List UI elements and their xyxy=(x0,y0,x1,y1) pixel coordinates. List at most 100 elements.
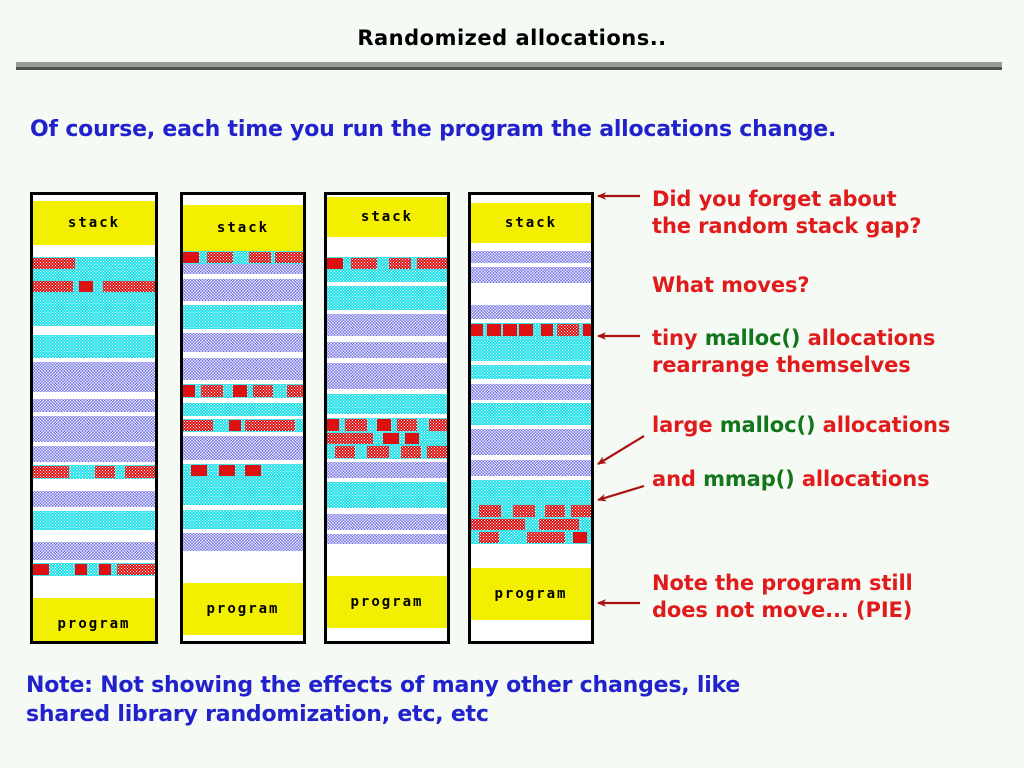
region-mmap xyxy=(327,342,447,358)
arrow-large-malloc xyxy=(597,435,645,465)
region-heap xyxy=(183,510,303,529)
region-mmap xyxy=(327,363,447,389)
region-heap xyxy=(183,403,303,416)
annotation-large-malloc: large malloc() allocations xyxy=(652,412,950,439)
region-heap xyxy=(471,337,591,361)
annotation-stack-gap: Did you forget about the random stack ga… xyxy=(652,187,922,238)
region-heap xyxy=(471,480,591,504)
region-free xyxy=(471,425,591,429)
allocation-chunk xyxy=(103,281,155,292)
allocation-chunk xyxy=(201,385,223,397)
region-mmap xyxy=(33,362,155,392)
annotation-function-name: mmap() xyxy=(703,467,795,491)
allocation-chunk xyxy=(79,281,93,292)
allocation-chunk xyxy=(99,564,111,575)
annotation-text-pre: and xyxy=(652,467,704,491)
allocation-row xyxy=(183,464,303,477)
region-free xyxy=(183,551,303,583)
region-mmap xyxy=(471,429,591,455)
region-free xyxy=(183,416,303,419)
region-program: program xyxy=(327,576,447,628)
region-free xyxy=(327,237,447,257)
region-mmap xyxy=(471,305,591,319)
region-heap xyxy=(183,305,303,329)
allocation-chunk xyxy=(335,446,355,458)
allocation-row xyxy=(33,563,155,576)
allocation-chunk xyxy=(233,385,247,397)
region-heap xyxy=(327,394,447,414)
region-free xyxy=(471,319,591,323)
region-free xyxy=(33,412,155,416)
region-free xyxy=(183,195,303,205)
allocation-row xyxy=(183,251,303,264)
region-stack: stack xyxy=(183,205,303,251)
allocation-chunk xyxy=(183,252,199,263)
allocation-chunk xyxy=(95,466,115,478)
region-free xyxy=(471,243,591,251)
region-label-stack: stack xyxy=(216,220,270,236)
allocation-row xyxy=(471,518,591,531)
region-mmap xyxy=(471,251,591,263)
allocation-chunk xyxy=(471,324,483,336)
title-divider xyxy=(16,62,1002,70)
region-free xyxy=(327,459,447,462)
annotation-pie-note: Note the program still does not move... … xyxy=(652,571,913,622)
allocation-row xyxy=(33,280,155,293)
allocation-chunk xyxy=(545,505,565,517)
region-mmap xyxy=(183,333,303,352)
region-free xyxy=(327,310,447,314)
region-label-stack: stack xyxy=(360,209,414,225)
allocation-chunk xyxy=(219,465,235,476)
allocation-chunk xyxy=(367,446,389,458)
region-mmap xyxy=(327,534,447,544)
allocation-chunk xyxy=(429,419,447,431)
region-label-program: program xyxy=(494,586,568,602)
allocation-chunk xyxy=(33,564,49,575)
region-label-stack: stack xyxy=(67,215,121,231)
region-mmap xyxy=(471,267,591,283)
memory-column-3: stack program xyxy=(324,192,450,644)
region-mmap xyxy=(327,514,447,530)
annotation-function-name: malloc() xyxy=(704,326,801,350)
region-mmap xyxy=(33,446,155,462)
allocation-chunk xyxy=(245,420,295,431)
allocation-chunk xyxy=(351,258,377,269)
region-free xyxy=(327,389,447,394)
region-free xyxy=(33,479,155,491)
region-free xyxy=(327,478,447,482)
region-heap xyxy=(471,365,591,379)
region-heap xyxy=(327,270,447,282)
region-free xyxy=(327,530,447,534)
annotation-mmap: and mmap() allocations xyxy=(652,466,930,493)
region-stack: stack xyxy=(327,197,447,237)
allocation-chunk xyxy=(75,564,87,575)
allocation-chunk xyxy=(125,466,155,478)
region-heap xyxy=(183,477,303,505)
region-mmap xyxy=(183,264,303,274)
allocation-row xyxy=(33,257,155,270)
allocation-chunk xyxy=(383,433,399,444)
region-free xyxy=(183,398,303,403)
allocation-chunk xyxy=(479,505,501,517)
allocation-chunk xyxy=(539,519,579,530)
page-title: Randomized allocations.. xyxy=(357,26,667,50)
allocation-chunk xyxy=(479,532,499,543)
allocation-chunk xyxy=(571,505,591,517)
region-mmap xyxy=(183,436,303,460)
region-free xyxy=(471,195,591,203)
allocation-chunk xyxy=(33,281,73,292)
region-free xyxy=(327,508,447,514)
region-free xyxy=(327,282,447,286)
intro-text: Of course, each time you run the program… xyxy=(30,117,837,142)
allocation-chunk xyxy=(245,465,261,476)
region-free xyxy=(33,245,155,257)
region-free xyxy=(33,462,155,465)
allocation-row xyxy=(327,257,447,270)
region-free xyxy=(471,263,591,267)
region-free xyxy=(183,529,303,533)
region-free xyxy=(33,530,155,542)
annotation-what-moves: What moves? xyxy=(652,273,810,297)
region-heap xyxy=(33,335,155,358)
allocation-chunk xyxy=(471,519,525,530)
allocation-chunk xyxy=(417,258,447,269)
